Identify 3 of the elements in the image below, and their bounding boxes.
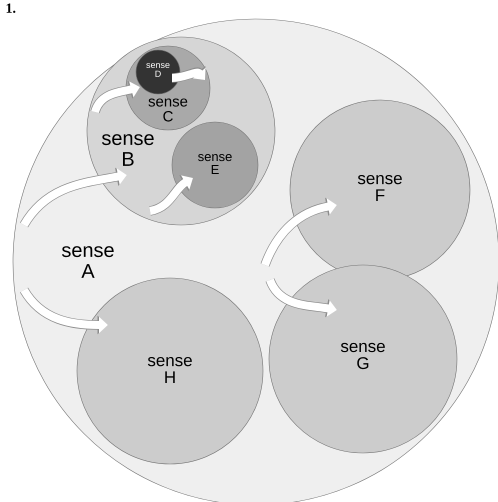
figure-number: 1. bbox=[6, 4, 16, 13]
block-arrow bbox=[148, 175, 193, 216]
block-arrow bbox=[172, 66, 206, 83]
